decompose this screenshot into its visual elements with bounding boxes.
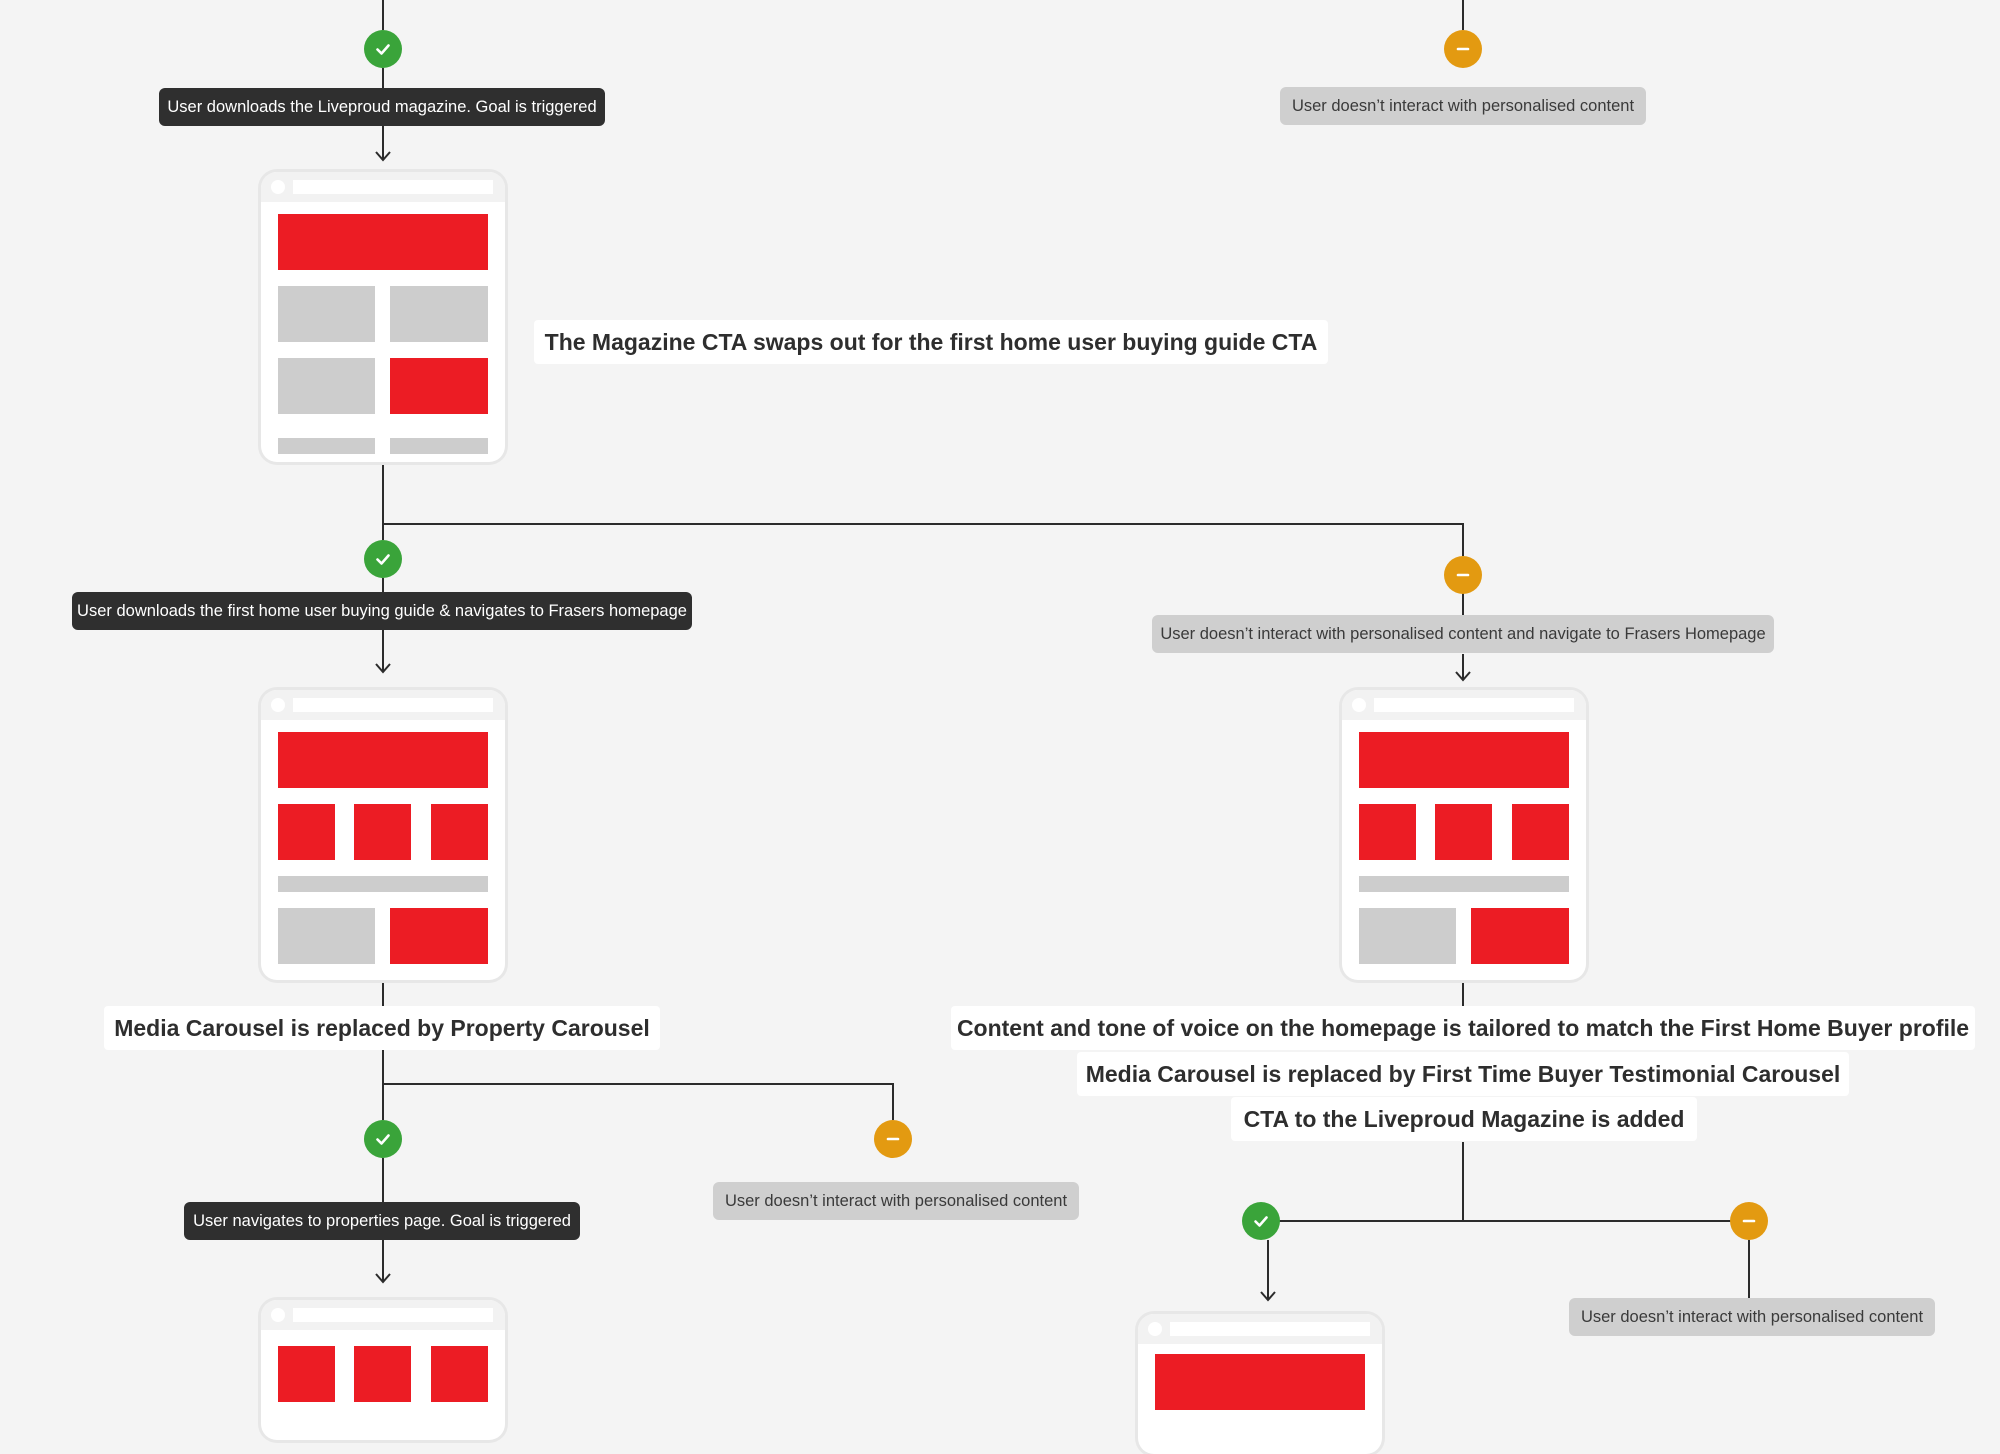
step-label: User doesn’t interact with personalised … (1569, 1298, 1935, 1336)
content-block (1359, 908, 1456, 964)
phone-wireframe (1138, 1314, 1382, 1454)
step-label: User downloads the Liveproud magazine. G… (159, 88, 605, 126)
footer-block (278, 438, 375, 454)
browser-dot (271, 1308, 285, 1322)
phone-wireframe (261, 1300, 505, 1440)
phone-wireframe (261, 690, 505, 980)
hero-block (1359, 732, 1569, 788)
url-bar (293, 698, 493, 712)
connector-line (383, 523, 1464, 556)
change-caption: CTA to the Liveproud Magazine is added (1231, 1097, 1697, 1141)
carousel-block (431, 1346, 488, 1402)
browser-dot (271, 698, 285, 712)
arrow-head (375, 151, 391, 162)
url-bar (293, 180, 493, 194)
content-block (278, 286, 375, 342)
hero-block (1155, 1354, 1365, 1410)
carousel-block (1435, 804, 1492, 860)
footer-block (390, 438, 488, 454)
carousel-block (1359, 804, 1416, 860)
change-caption: The Magazine CTA swaps out for the first… (534, 320, 1328, 364)
change-caption: Media Carousel is replaced by First Time… (1077, 1052, 1849, 1096)
hero-block (278, 214, 488, 270)
phone-wireframe (1342, 690, 1586, 980)
content-block (278, 358, 375, 414)
check-icon (376, 554, 390, 565)
url-bar (293, 1308, 493, 1322)
carousel-block (354, 804, 411, 860)
goal-node (1242, 1202, 1280, 1240)
carousel-block (354, 1346, 411, 1402)
no-interaction-node (874, 1120, 912, 1158)
content-block (390, 286, 488, 342)
minus-icon (886, 1137, 900, 1141)
check-icon (1254, 1216, 1268, 1227)
browser-dot (1148, 1322, 1162, 1336)
browser-dot (1352, 698, 1366, 712)
step-label: User downloads the first home user buyin… (72, 592, 692, 630)
goal-node (364, 540, 402, 578)
divider-block (1359, 876, 1569, 892)
carousel-block (278, 804, 335, 860)
cta-block (390, 908, 488, 964)
cta-block (390, 358, 488, 414)
url-bar (1170, 1322, 1370, 1336)
goal-node (364, 30, 402, 68)
check-icon (376, 44, 390, 55)
browser-dot (271, 180, 285, 194)
change-caption: Content and tone of voice on the homepag… (951, 1006, 1975, 1050)
goal-node (364, 1120, 402, 1158)
no-interaction-node (1444, 30, 1482, 68)
minus-icon (1742, 1219, 1756, 1223)
arrow-head (1260, 1291, 1276, 1302)
step-label: User navigates to properties page. Goal … (184, 1202, 580, 1240)
phone-wireframe (261, 172, 505, 462)
minus-icon (1456, 47, 1470, 51)
arrow-head (1455, 671, 1471, 682)
content-block (278, 908, 375, 964)
carousel-block (1512, 804, 1569, 860)
check-icon (376, 1134, 390, 1145)
flow-connectors (375, 0, 1750, 1302)
connector-line (383, 1083, 894, 1120)
no-interaction-node (1444, 556, 1482, 594)
step-label: User doesn’t interact with personalised … (1152, 615, 1774, 653)
change-caption: Media Carousel is replaced by Property C… (104, 1006, 660, 1050)
divider-block (278, 876, 488, 892)
carousel-block (278, 1346, 335, 1402)
carousel-block (431, 804, 488, 860)
step-label: User doesn’t interact with personalised … (1280, 87, 1646, 125)
no-interaction-node (1730, 1202, 1768, 1240)
cta-block (1471, 908, 1569, 964)
url-bar (1374, 698, 1574, 712)
hero-block (278, 732, 488, 788)
minus-icon (1456, 573, 1470, 577)
arrow-head (375, 663, 391, 674)
arrow-head (375, 1273, 391, 1284)
step-label: User doesn’t interact with personalised … (713, 1182, 1079, 1220)
